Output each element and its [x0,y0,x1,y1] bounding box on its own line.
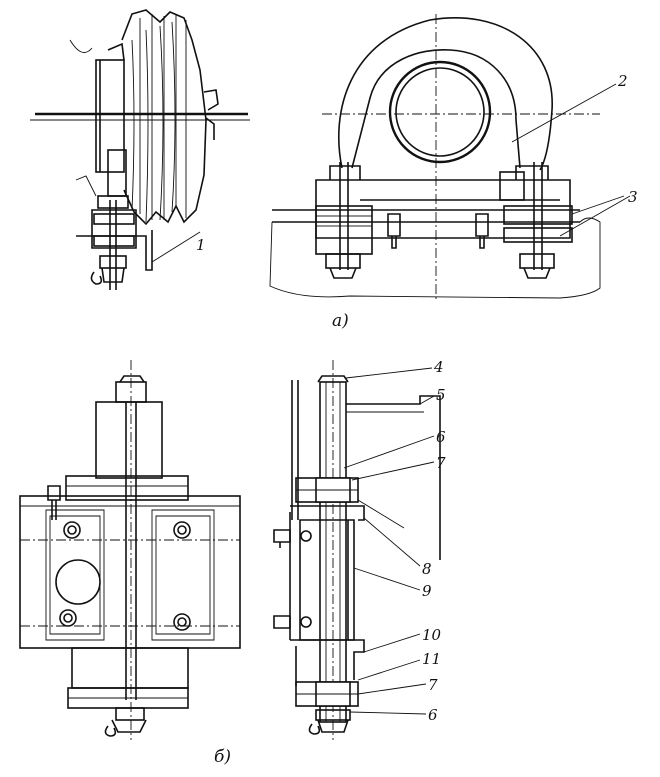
pedestal-front-view [269,14,631,300]
subfigure-labels: а) б) [214,311,349,767]
assembly-front-view [19,360,241,740]
callout-4: 4 [433,358,444,376]
assembly-section-view [273,360,441,740]
callout-6-top: 6 [436,428,446,446]
callout-1: 1 [196,236,206,254]
part-callouts: 1 2 3 4 5 6 7 8 9 10 11 7 6 [196,72,638,724]
callout-2: 2 [617,72,628,90]
callout-11: 11 [422,650,441,668]
callout-7-top: 7 [436,454,446,472]
callout-7-bottom: 7 [428,676,438,694]
callout-5: 5 [436,386,446,404]
pulley-side-view [30,9,250,290]
callout-3: 3 [628,188,638,206]
callout-8: 8 [422,560,432,578]
callout-10: 10 [422,626,442,644]
subfigure-label-a: а) [332,311,349,331]
subfigure-label-b: б) [214,747,231,767]
callout-6-bottom: 6 [428,706,438,724]
callout-9: 9 [422,582,432,600]
